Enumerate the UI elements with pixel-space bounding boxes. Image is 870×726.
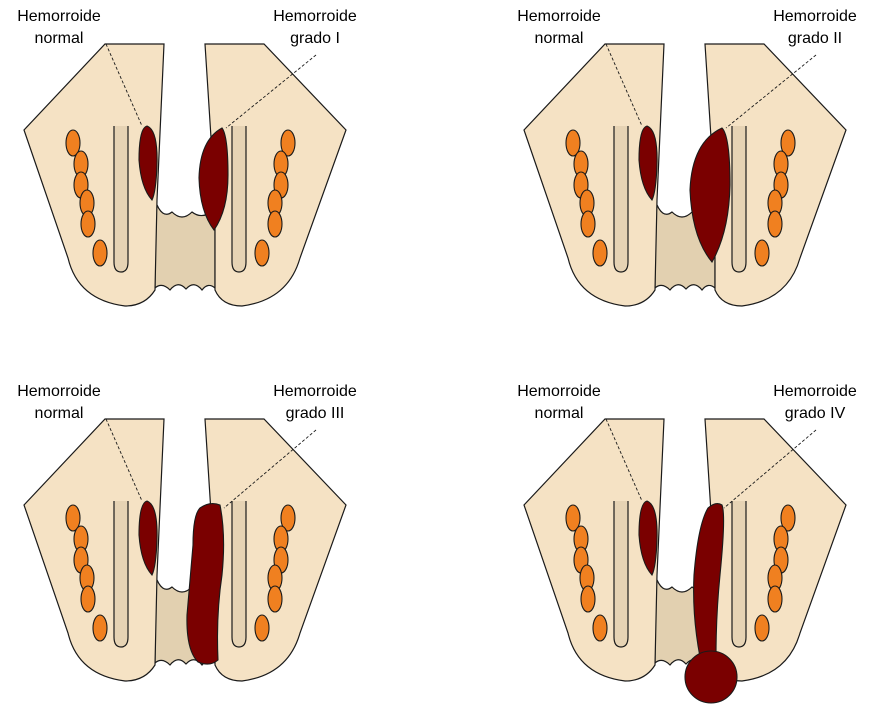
diagram-grado-3 [0, 375, 435, 726]
diagram-grado-4 [500, 375, 870, 726]
prolapsed-mass [685, 651, 737, 703]
diagram-grado-2 [500, 0, 870, 351]
diagram-grado-1 [0, 0, 435, 351]
